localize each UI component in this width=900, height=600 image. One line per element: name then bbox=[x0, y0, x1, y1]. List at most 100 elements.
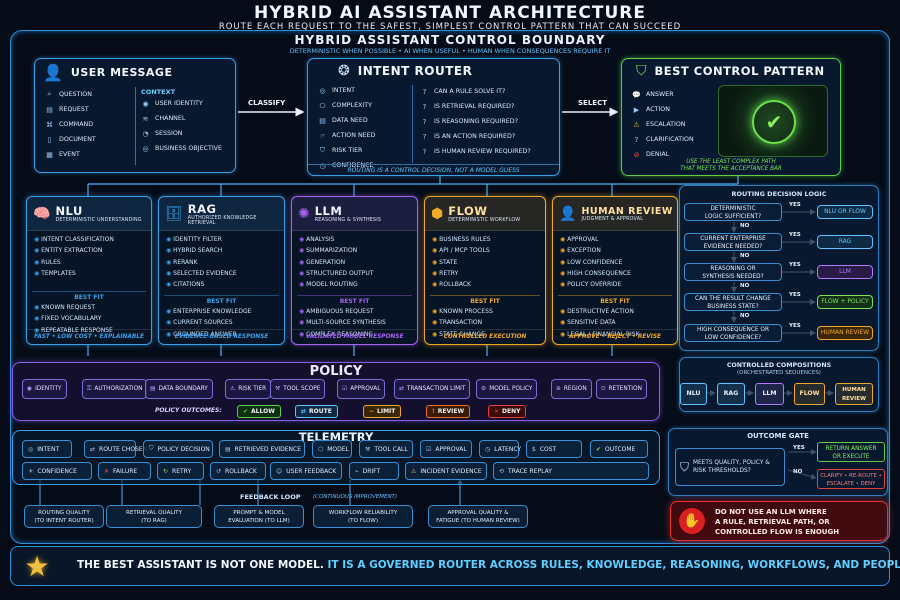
best-fit-item: ◉ GROUNDED ANSWER bbox=[166, 330, 237, 338]
cost-icon: $ bbox=[532, 445, 536, 453]
best-fit-text: STATE CHANGE bbox=[439, 330, 485, 338]
routing-question-line: CAN THE RESULT CHANGE bbox=[695, 296, 771, 302]
policy-chip-label: TRANSACTION LIMIT bbox=[406, 386, 466, 392]
router-question: IS RETRIEVAL REQUIRED? bbox=[434, 103, 515, 110]
module-capabilities: ◉ BUSINESS RULES◉ API / MCP TOOLS◉ STATE… bbox=[425, 231, 545, 290]
best-fit-label: BEST FIT bbox=[339, 298, 370, 305]
telemetry-signal-label: RETRY bbox=[172, 467, 192, 475]
feedback-item: ROUTING QUALITY(TO INTENT ROUTER) bbox=[24, 505, 104, 528]
question-icon: ? bbox=[422, 87, 427, 96]
policy-outcome-label: ALLOW bbox=[251, 408, 275, 415]
best-fit-item: ◉ FIXED VOCABULARY bbox=[34, 315, 102, 323]
identity-icon: ◉ bbox=[27, 386, 33, 392]
best-fit-list: ◉ KNOWN PROCESS◉ TRANSACTION◉ STATE CHAN… bbox=[425, 303, 493, 340]
composition-step-label: LLM bbox=[762, 390, 777, 397]
module-title: NLU bbox=[55, 204, 83, 218]
telemetry-signal-label: LATENCY bbox=[494, 445, 522, 453]
module-title: RAG bbox=[187, 201, 217, 216]
policy-chip: ⚠RISK TIER bbox=[225, 379, 272, 399]
question-icon: ? bbox=[422, 132, 427, 141]
policy-outcome-label: ROUTE bbox=[309, 408, 332, 415]
tool-icon: ⚒ bbox=[365, 445, 371, 453]
router-signal: DATA NEED bbox=[332, 117, 368, 124]
user-identity-icon: ◉ bbox=[142, 99, 149, 108]
bottom-banner: ★ THE BEST ASSISTANT IS NOT ONE MODEL. I… bbox=[10, 546, 900, 586]
star-badge-icon: ★ bbox=[24, 549, 50, 583]
feedback-item-line: RETRIEVAL QUALITY bbox=[125, 510, 183, 516]
control-outcome: ACTION bbox=[646, 106, 670, 113]
feedback-subtitle: (CONTINUOUS IMPROVEMENT) bbox=[313, 494, 398, 500]
policy-outcome-label: REVIEW bbox=[437, 408, 465, 415]
evidence-icon: ▤ bbox=[225, 445, 231, 453]
best-fit-text: MULTI-SOURCE SYNTHESIS bbox=[306, 319, 386, 327]
checkmark-icon: ✔ bbox=[752, 100, 796, 144]
control-footer-line2: THAT MEETS THE ACCEPTANCE BAR bbox=[680, 166, 782, 172]
best-fit-text: CURRENT SOURCES bbox=[173, 319, 233, 327]
routing-question-line: EVIDENCE NEEDED? bbox=[703, 244, 763, 250]
best-fit-item: ◉ MULTI-SOURCE SYNTHESIS bbox=[299, 319, 386, 327]
policy-chip-label: RISK TIER bbox=[238, 386, 267, 392]
denial-icon: ⊘ bbox=[633, 150, 640, 159]
best-fit-list: ◉ ENTERPRISE KNOWLEDGE◉ CURRENT SOURCES◉… bbox=[159, 303, 251, 340]
best-fit-text: REPEATABLE RESPONSE bbox=[41, 326, 113, 334]
module-footer: VALIDATED MODEL RESPONSE bbox=[292, 329, 417, 344]
policy-chip: ◉IDENTITY bbox=[22, 379, 67, 399]
user-message-title: USER MESSAGE bbox=[70, 66, 173, 79]
best-fit-label: BEST FIT bbox=[74, 294, 104, 301]
policy-outcome: ✔ALLOW bbox=[237, 405, 281, 418]
network-icon: ✺ bbox=[298, 205, 310, 222]
context-item: SESSION bbox=[155, 130, 183, 137]
telemetry-signal-label: USER FEEDBACK bbox=[286, 467, 337, 475]
best-fit-item: ◉ DESTRUCTIVE ACTION bbox=[560, 308, 634, 315]
telemetry-signal: ⛉POLICY DECISION bbox=[143, 440, 213, 458]
capability-label: SELECTED EVIDENCE bbox=[173, 269, 237, 277]
module-capability: ◉ RULES bbox=[34, 258, 61, 266]
module-capability: ◉ MODEL ROUTING bbox=[299, 281, 358, 289]
module-capability: ◉ HYBRID SEARCH bbox=[166, 247, 223, 255]
telemetry-signal-label: CONFIDENCE bbox=[37, 467, 77, 475]
module-capability: ◉ ROLLBACK bbox=[432, 281, 471, 289]
stop-hand-icon: ✋ bbox=[679, 508, 705, 534]
feedback-item-line: (TO INTENT ROUTER) bbox=[34, 518, 94, 524]
shield-icon: ⛉ bbox=[319, 146, 326, 154]
best-control-panel: ⛉ BEST CONTROL PATTERN 💬ANSWER ▶ACTION ⚠… bbox=[621, 58, 841, 176]
capability-label: HIGH CONSEQUENCE bbox=[567, 269, 631, 277]
module-capability: ◉ HIGH CONSEQUENCE bbox=[560, 269, 631, 277]
composition-step: RAG bbox=[717, 383, 745, 405]
feedback-icon: ☺ bbox=[276, 467, 283, 475]
capability-label: IDENTITY FILTER bbox=[173, 236, 222, 243]
warning-line: A RULE, RETRIEVAL PATH, OR bbox=[715, 518, 830, 526]
control-footer-line1: USE THE LEAST COMPLEX PATH bbox=[686, 159, 776, 165]
policy-chip-label: AUTHORIZATION bbox=[94, 386, 143, 392]
best-fit-item: ◉ LEGAL / FINANCIAL RISK bbox=[560, 330, 640, 338]
route-icon: ⇄ bbox=[301, 408, 307, 415]
policy-chip-label: TOOL SCOPE bbox=[283, 386, 321, 392]
request-icon: ▤ bbox=[46, 105, 53, 114]
telemetry-signal-label: TRACE REPLAY bbox=[508, 467, 552, 475]
telemetry-signal: ◎INTENT bbox=[22, 440, 72, 458]
page-title: HYBRID AI ASSISTANT ARCHITECTURE bbox=[253, 3, 647, 23]
bottom-statement-2: IT IS A GOVERNED ROUTER ACROSS RULES, KN… bbox=[327, 559, 900, 571]
compositions-title: CONTROLLED COMPOSITIONS bbox=[726, 362, 832, 369]
action-icon: ▶ bbox=[633, 105, 640, 114]
best-fit-text: TRANSACTION bbox=[439, 319, 483, 327]
routing-question-line: REASONING OR bbox=[710, 266, 756, 272]
module-capability: ◉ APPROVAL bbox=[560, 236, 599, 243]
best-fit-item: ◉ COMPLEX REASONING bbox=[299, 330, 374, 338]
capability-label: BUSINESS RULES bbox=[439, 236, 491, 243]
outcome-gate-question: ⛉ MEETS QUALITY, POLICY &RISK THRESHOLDS… bbox=[675, 448, 785, 486]
best-control-title: BEST CONTROL PATTERN bbox=[654, 64, 825, 78]
best-fit-text: FIXED VOCABULARY bbox=[41, 315, 102, 323]
control-outcomes: 💬ANSWER ▶ACTION ⚠ESCALATION ?CLARIFICATI… bbox=[632, 87, 694, 162]
telemetry-signal: ↻RETRY bbox=[157, 462, 204, 480]
message-types: ⌕QUESTION ▤REQUEST ⌘COMMAND ▯DOCUMENT ▦E… bbox=[45, 87, 96, 162]
best-fit-text: COMPLEX REASONING bbox=[306, 330, 374, 338]
outcome-gate-panel: OUTCOME GATE ⛉ MEETS QUALITY, POLICY &RI… bbox=[668, 428, 888, 496]
classify-label: CLASSIFY bbox=[248, 99, 286, 107]
warning-line: DO NOT USE AN LLM WHERE bbox=[715, 508, 827, 516]
outcome-gate-title: OUTCOME GATE bbox=[747, 432, 809, 440]
intent-icon: ◎ bbox=[28, 445, 34, 453]
